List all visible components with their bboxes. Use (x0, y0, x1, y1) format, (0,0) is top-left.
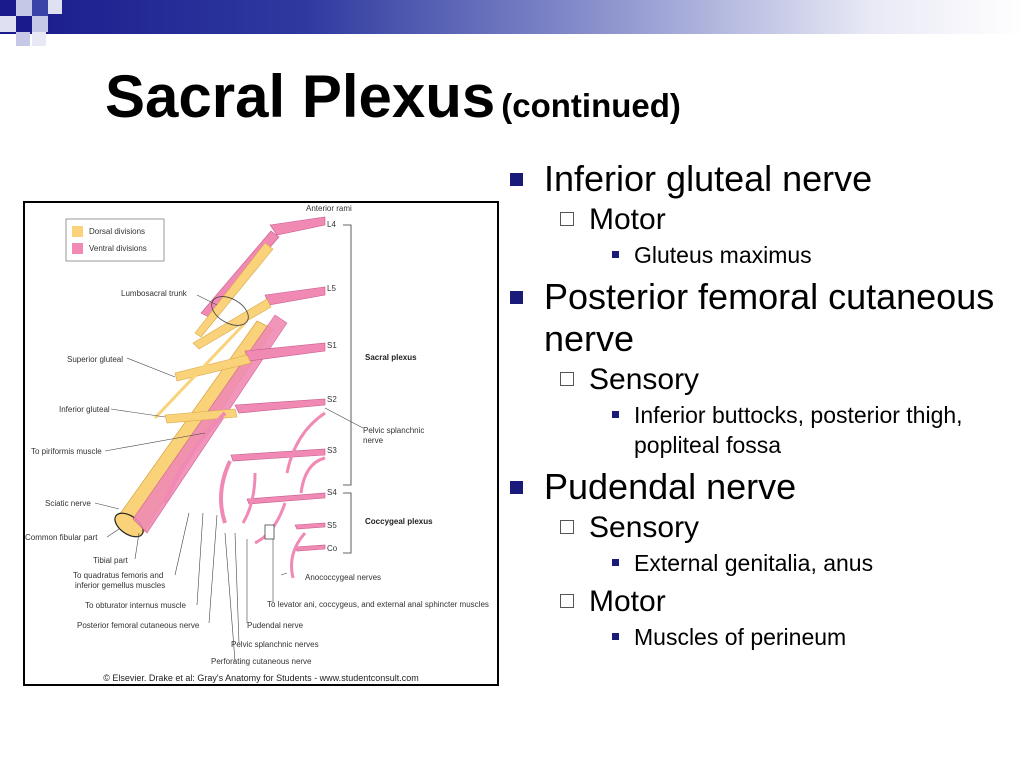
label-s1: S1 (327, 341, 337, 350)
label-l5: L5 (327, 284, 336, 293)
hollow-square-icon (560, 372, 574, 386)
bullet-list: Inferior gluteal nerve Motor Gluteus max… (508, 158, 1008, 658)
label-to-quadratus-1: To quadratus femoris and (73, 571, 163, 580)
bullet-square-icon (510, 291, 523, 304)
hollow-square-icon (560, 594, 574, 608)
detail-inferior-buttocks: Inferior buttocks, posterior thigh, popl… (508, 400, 1008, 460)
label-tibial: Tibial part (93, 556, 129, 565)
title-suffix: (continued) (501, 87, 681, 124)
label-s3: S3 (327, 446, 337, 455)
label-perforating: Perforating cutaneous nerve (211, 657, 312, 666)
hollow-square-icon (560, 520, 574, 534)
sub-bullet-sensory: Sensory (508, 510, 1008, 546)
anatomy-illustration: Dorsal divisions Ventral divisions (25, 204, 489, 666)
figure-credit: © Elsevier. Drake et al: Gray's Anatomy … (103, 673, 419, 683)
label-coccygeal-plexus: Coccygeal plexus (365, 517, 433, 526)
label-lumbosacral-trunk: Lumbosacral trunk (121, 289, 188, 298)
label-sciatic: Sciatic nerve (45, 499, 91, 508)
detail-muscles-perineum: Muscles of perineum (508, 622, 1008, 652)
label-to-obturator: To obturator internus muscle (85, 601, 186, 610)
bullet-posterior-femoral: Posterior femoral cutaneous nerve (508, 276, 1008, 360)
header-gradient-bar (0, 0, 1024, 34)
label-s2: S2 (327, 395, 337, 404)
label-to-quadratus-2: inferior gemellus muscles (75, 581, 165, 590)
legend-dorsal: Dorsal divisions (89, 227, 145, 236)
sub-bullet-sensory: Sensory (508, 362, 1008, 398)
sub-bullet-motor: Motor (508, 584, 1008, 620)
sub-bullet-motor: Motor (508, 202, 1008, 238)
legend-ventral: Ventral divisions (89, 244, 147, 253)
label-pelvic-splanchnic-nerve: Pelvic splanchnic nerve (363, 426, 427, 445)
label-pelvic-splanchnic-nerves: Pelvic splanchnic nerves (231, 640, 319, 649)
label-superior-gluteal: Superior gluteal (67, 355, 123, 364)
label-anterior-rami: Anterior rami (306, 204, 352, 213)
label-inferior-gluteal: Inferior gluteal (59, 405, 110, 414)
label-pelvic-splanchnic-line2: nerve (363, 436, 384, 445)
small-square-icon (612, 633, 619, 640)
label-to-piriformis: To piriformis muscle (31, 447, 102, 456)
small-square-icon (612, 411, 619, 418)
title-main: Sacral Plexus (105, 63, 496, 130)
label-anococcygeal: Anococcygeal nerves (305, 573, 381, 582)
label-posterior-femoral: Posterior femoral cutaneous nerve (77, 621, 200, 630)
label-pudendal: Pudendal nerve (247, 621, 304, 630)
slide-title: Sacral Plexus(continued) (105, 62, 681, 141)
label-s4: S4 (327, 488, 337, 497)
small-square-icon (612, 559, 619, 566)
hollow-square-icon (560, 212, 574, 226)
small-square-icon (612, 251, 619, 258)
legend-box (65, 218, 165, 262)
sacral-plexus-diagram: Dorsal divisions Ventral divisions (23, 201, 499, 686)
detail-external-genitalia: External genitalia, anus (508, 548, 1008, 578)
bullet-square-icon (510, 173, 523, 186)
label-l4: L4 (327, 220, 336, 229)
label-s5: S5 (327, 521, 337, 530)
legend-swatch-dorsal (72, 226, 83, 237)
label-co: Co (327, 544, 338, 553)
legend-swatch-ventral (72, 243, 83, 254)
bullet-inferior-gluteal: Inferior gluteal nerve (508, 158, 1008, 200)
label-pelvic-splanchnic-line1: Pelvic splanchnic (363, 426, 424, 435)
label-common-fibular: Common fibular part (25, 533, 98, 542)
label-sacral-plexus: Sacral plexus (365, 353, 417, 362)
label-to-levator: To levator ani, coccygeus, and external … (267, 600, 489, 609)
bullet-square-icon (510, 481, 523, 494)
detail-gluteus-maximus: Gluteus maximus (508, 240, 1008, 270)
bullet-pudendal: Pudendal nerve (508, 466, 1008, 508)
